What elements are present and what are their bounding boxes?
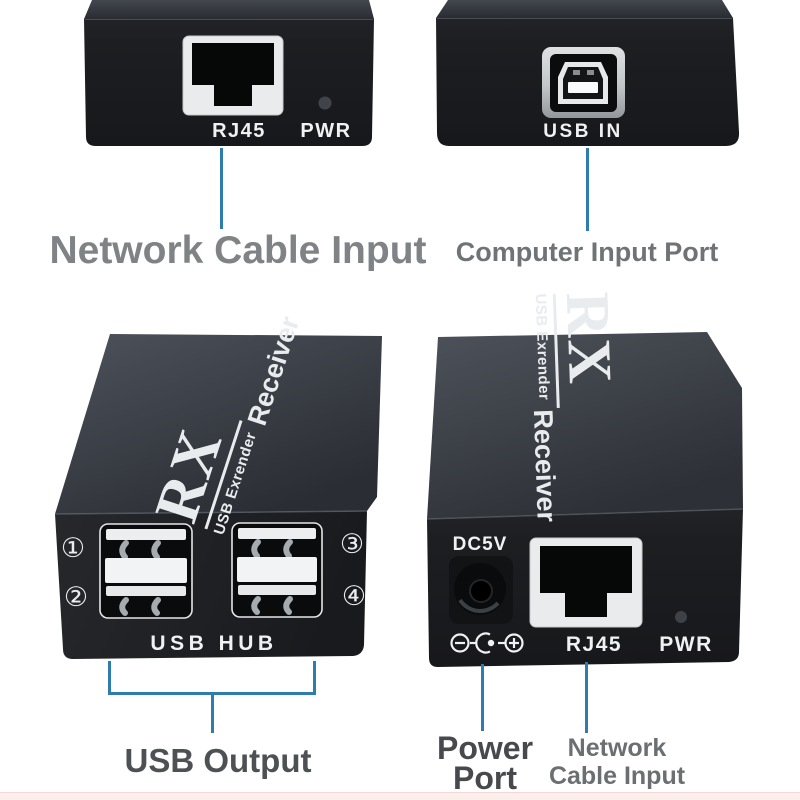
rj45-port-label: RJ45: [212, 120, 266, 142]
device-top-face: [436, 0, 733, 18]
port-number-2: ②: [64, 582, 88, 613]
pwr-label: PWR: [300, 120, 351, 142]
device-top-face: [84, 0, 374, 19]
usb-a-pin: [251, 596, 261, 615]
port-divider: [237, 557, 317, 582]
usb-a-pin: [283, 539, 293, 559]
usb-b-tongue: [568, 82, 598, 93]
usb-a-pin: [251, 539, 261, 559]
dc-jack-pin-hole: [469, 579, 493, 603]
caption-network-cable-input-top: Network Cable Input: [49, 229, 427, 272]
logo-product-name: Receiver: [527, 408, 562, 523]
rx-receiver-logo: RX USB Exrender Receiver: [527, 290, 624, 523]
usb-a-tongue: [106, 586, 186, 596]
edge-highlight: [426, 508, 744, 520]
device-bottom-right: DC5V RJ45 PWR: [426, 332, 744, 733]
usb-a-pin: [119, 597, 129, 616]
power-led: [318, 96, 332, 110]
logo-rx-text: RX: [552, 290, 624, 387]
port-number-1: ①: [61, 533, 85, 564]
pwr-label: PWR: [659, 633, 713, 656]
power-led: [675, 611, 687, 623]
usb-a-pin: [119, 540, 129, 560]
port-number-3: ③: [340, 529, 364, 560]
usb-a-pin: [283, 596, 293, 615]
usb-a-tongue: [106, 529, 186, 540]
device-bottom-left: ① ② ③ ④ USB HUB: [54, 334, 382, 733]
usb-a-pin: [151, 540, 161, 560]
caption-power-port: Power Port: [436, 730, 534, 797]
device-top-right: USB IN: [436, 0, 740, 231]
caption-usb-output: USB Output: [124, 742, 312, 779]
bottom-accent-strip: [0, 792, 800, 800]
caption-network-cable-input-bottom: Network Cable Input: [548, 734, 686, 790]
logo-subtitle: USB Exrender: [531, 293, 553, 401]
usb-b-pin: [587, 70, 594, 75]
port-number-4: ④: [342, 581, 366, 612]
device-top-left: RJ45 PWR: [84, 0, 374, 229]
usb-a-tongue: [238, 585, 316, 595]
usb-a-tongue: [238, 528, 316, 539]
usb-b-pin: [573, 70, 580, 75]
device-top-face: [427, 332, 743, 519]
usb-in-label: USB IN: [543, 121, 622, 142]
rj45-port-label: RJ45: [566, 633, 622, 656]
usb-a-port-block: [99, 523, 193, 619]
dc-jack-highlight: [458, 598, 500, 613]
device-top-face: [55, 334, 382, 514]
polarity-icon: [450, 632, 524, 654]
rj45-opening: [192, 43, 274, 106]
usb-hub-label: USB HUB: [150, 632, 277, 655]
port-divider: [105, 558, 187, 583]
caption-computer-input-port: Computer Input Port: [455, 237, 719, 267]
dc5v-label: DC5V: [453, 534, 508, 555]
rj45-opening: [540, 546, 632, 617]
usb-a-pin: [151, 597, 161, 616]
usb-a-port-block: [231, 522, 323, 618]
